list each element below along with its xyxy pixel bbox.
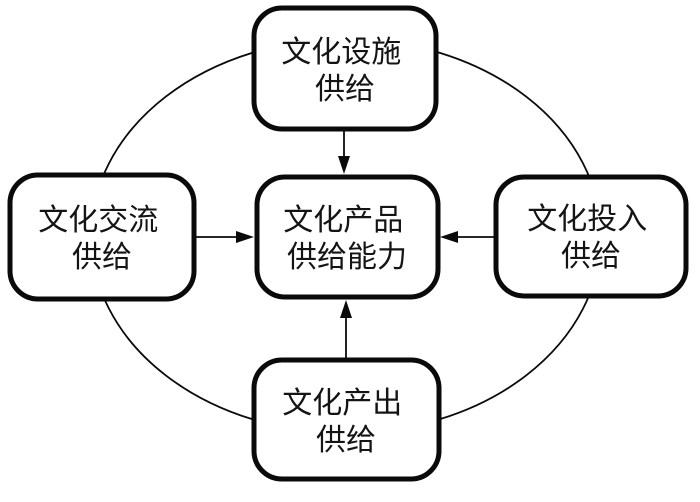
arrow-top-to-center [338,130,350,174]
node-left-box [7,172,197,302]
node-right: 文化投入 供给 [493,174,689,299]
arrow-right-to-center [440,231,495,243]
node-right-label: 文化投入 供给 [527,203,655,273]
arrow-up-icon [340,300,352,318]
arrow-bottom-to-center [340,300,352,358]
node-right-label-line2: 供给 [561,240,621,273]
node-right-label-line1: 文化投入 [527,203,647,236]
node-left-label-line2: 供给 [72,241,132,274]
node-center-label-line1: 文化产品 [283,204,403,237]
arrow-left-to-center [196,231,254,243]
node-top: 文化设施 供给 [251,5,439,132]
node-bottom-label: 文化产出 供给 [282,387,410,457]
node-right-box [493,174,689,299]
node-center-label-line2: 供给能力 [287,241,407,274]
arrow-left-icon [440,231,458,243]
node-bottom-box [251,357,442,482]
node-bottom-label-line2: 供给 [316,424,376,457]
node-bottom-label-line1: 文化产出 [282,387,402,420]
node-top-label-line1: 文化设施 [281,36,401,69]
node-center: 文化产品 供给能力 [254,174,441,300]
node-top-label: 文化设施 供给 [281,36,409,106]
node-left-label: 文化交流 供给 [38,204,166,274]
arrow-down-icon [338,156,350,174]
node-center-label: 文化产品 供给能力 [283,204,411,274]
node-bottom: 文化产出 供给 [251,357,442,482]
node-center-box [254,174,441,300]
node-left: 文化交流 供给 [7,172,197,302]
node-top-label-line2: 供给 [315,73,375,106]
node-top-box [251,5,439,132]
node-left-label-line1: 文化交流 [38,204,158,237]
arrow-right-icon [236,231,254,243]
